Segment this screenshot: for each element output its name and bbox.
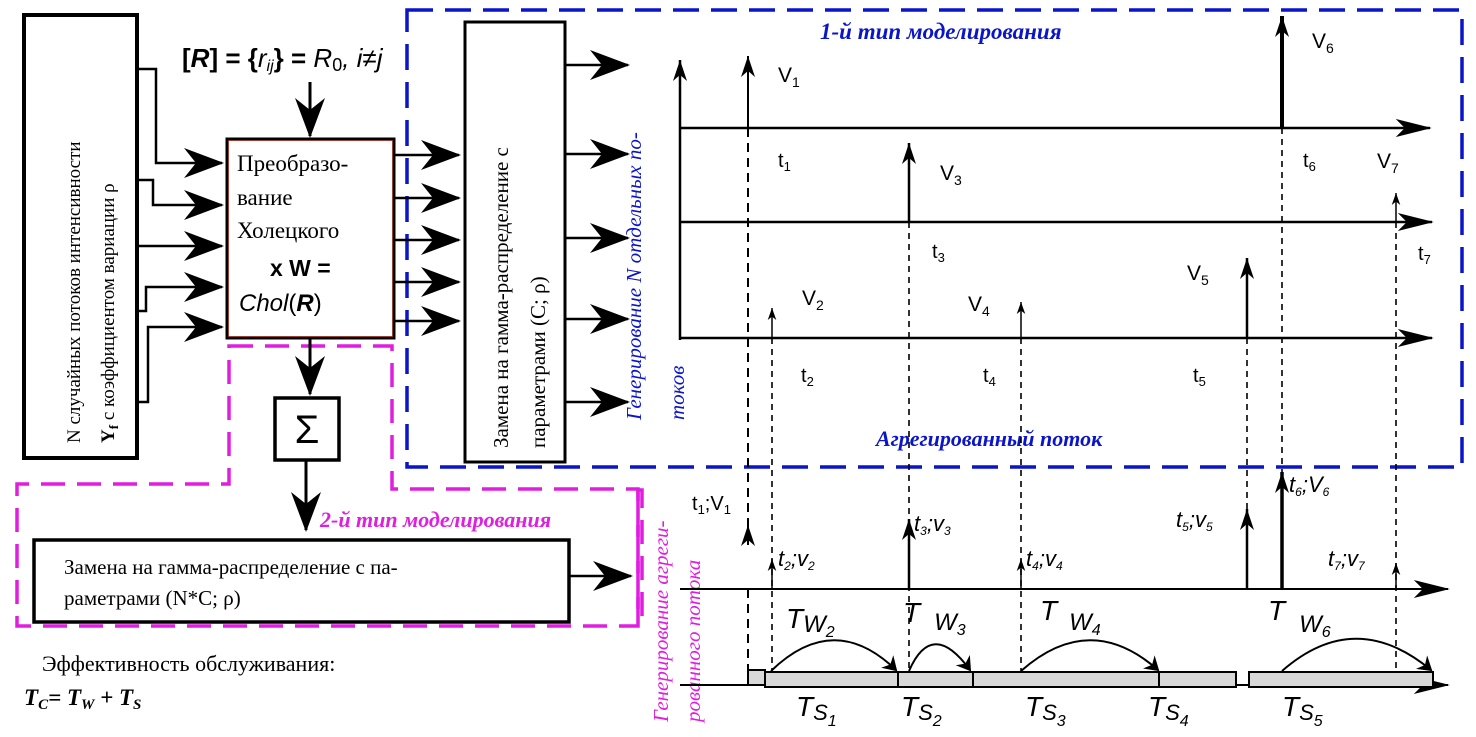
aggregated-stream-title: Агрегированный поток — [874, 426, 1103, 451]
source-line2: Yf с коэффициентом вариации ρ — [98, 183, 121, 443]
label-v4: V4 — [968, 293, 990, 319]
correlation-formula: [R] = {rij} = R0, i≠j — [182, 43, 384, 75]
service-bar-2 — [897, 671, 974, 688]
gamma2-line2: раметрами (N*C; ρ) — [64, 586, 241, 610]
gamma1-outputs — [565, 50, 630, 417]
aggregated-stream-label-1: Генерирование агреги- — [649, 520, 673, 723]
efficiency-label: Эффективность обслуживания: — [42, 651, 335, 676]
wait-arc-2 — [770, 639, 898, 672]
service-bar-start — [747, 669, 766, 686]
service-bars — [747, 669, 1434, 688]
label-t5: t5 — [1193, 365, 1206, 389]
wait-arc-6 — [1281, 637, 1433, 672]
cholesky-line4: x W = — [270, 255, 331, 281]
wait-arc-4 — [1020, 639, 1160, 672]
cholesky-line1: Преобразо- — [237, 151, 348, 176]
service-bar-3 — [972, 671, 1160, 688]
ts-label-4: TS4 — [1148, 691, 1189, 730]
agg-label-1: t1;V1 — [692, 493, 731, 517]
type2-title: 2-й тип моделирования — [319, 507, 551, 532]
label-v7: V7 — [1377, 150, 1399, 176]
label-t4: t4 — [983, 365, 996, 389]
type2-frame — [15, 344, 640, 628]
label-v2: V2 — [802, 287, 824, 313]
label-t3: t3 — [932, 241, 945, 265]
label-t1: t1 — [778, 150, 791, 174]
agg-label-3: t3;v3 — [914, 511, 951, 538]
label-t2: t2 — [801, 365, 814, 389]
gamma-box-2: Замена на гамма-распределение с па- раме… — [32, 538, 571, 624]
tw-label-2: TW2 — [786, 603, 835, 641]
agg-label-5: t5;v5 — [1176, 507, 1213, 534]
sum-symbol: Σ — [295, 408, 320, 452]
individual-streams-timeline: V1 V2 V3 V4 V5 V6 V7 t1 t2 t3 t4 t5 t6 t… — [673, 16, 1434, 680]
source-connectors — [137, 67, 224, 404]
agg-label-7: t7;v7 — [1328, 546, 1366, 573]
ts-label-3: TS3 — [1025, 691, 1066, 730]
service-bar-1 — [764, 671, 899, 688]
cholesky-line3: Холецкого — [237, 218, 339, 243]
efficiency-formula: TC= TW + TS — [24, 685, 141, 713]
individual-streams-label-1: Генерирование N отдельных по- — [622, 132, 646, 421]
ts-label-2: TS2 — [901, 691, 942, 730]
agg-label-6: t6;V6 — [1289, 472, 1330, 499]
label-v5: V5 — [1187, 262, 1209, 288]
cholesky-outputs — [394, 140, 461, 336]
gamma2-line1: Замена на гамма-распределение с па- — [64, 555, 398, 579]
wait-arcs — [770, 637, 1433, 672]
label-v1: V1 — [778, 64, 800, 90]
type1-frame — [405, 8, 1464, 469]
sum-box: Σ — [273, 396, 341, 462]
aggregated-stream-label-2: рованного потока — [681, 560, 705, 724]
gamma1-line1: Замена на гамма-распределение с — [489, 147, 513, 448]
source-box: N случайных потоков интенсивности Yf с к… — [22, 13, 139, 460]
service-bar-4 — [1158, 671, 1237, 688]
agg-label-4: t4;v4 — [1026, 546, 1063, 573]
cholesky-line5: Chol(R) — [239, 290, 322, 317]
label-t7: t7 — [1418, 243, 1431, 267]
individual-streams-label-2: токов — [665, 366, 689, 420]
gamma-box-1: Замена на гамма-распределение с параметр… — [463, 20, 567, 464]
aggregated-left-marker — [636, 488, 644, 625]
ts-label-5: TS5 — [1282, 691, 1323, 730]
cholesky-line2: вание — [237, 185, 293, 210]
label-t6: t6 — [1303, 150, 1316, 174]
label-v6: V6 — [1312, 30, 1334, 56]
gamma1-line2: параметрами (C; ρ) — [526, 276, 550, 448]
label-v3: V3 — [940, 162, 962, 188]
agg-label-2: t2;v2 — [778, 546, 815, 573]
wait-arc-3 — [908, 643, 972, 672]
source-line1: N случайных потоков интенсивности — [64, 141, 85, 443]
service-bar-5 — [1248, 671, 1434, 688]
type1-title: 1-й тип моделирования — [820, 19, 1062, 44]
ts-label-1: TS1 — [796, 691, 837, 730]
aggregated-timeline: t1;V1 t2;v2 t3;v3 t4;v4 t5;v5 t6;V6 t7;v… — [680, 472, 1450, 730]
cholesky-box: Преобразо- вание Холецкого x W = Chol(R) — [225, 137, 396, 340]
projection-lines — [747, 128, 1397, 680]
